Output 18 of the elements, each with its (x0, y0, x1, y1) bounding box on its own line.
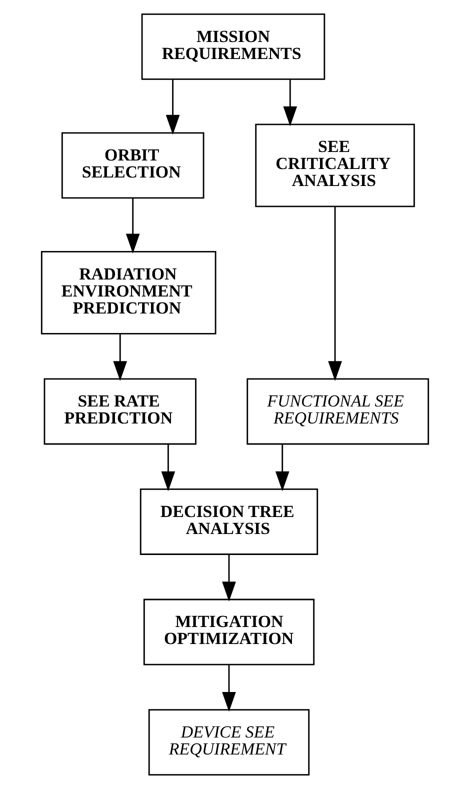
node-box: DECISION TREE ANALYSIS (140, 488, 318, 555)
arrow (161, 444, 176, 492)
node-box: MISSION REQUIREMENTS (141, 13, 326, 80)
arrow (283, 80, 298, 126)
node-box: DEVICE SEE REQUIREMENT (148, 709, 310, 776)
arrow (166, 80, 180, 135)
node-box: MITIGATION OPTIMIZATION (143, 598, 315, 666)
arrow (113, 334, 128, 381)
node-box: FUNCTIONAL SEE REQUIREMENTS (246, 378, 430, 445)
arrow (275, 444, 290, 492)
arrow (328, 206, 342, 381)
arrow (126, 198, 140, 254)
arrow (222, 665, 236, 712)
node-box: ORBIT SELECTION (61, 132, 204, 199)
node-box: SEE CRITICALITY ANALYSIS (255, 124, 415, 208)
node-box: SEE RATE PREDICTION (44, 378, 196, 445)
node-box: RADIATION ENVIRONMENT PREDICTION (40, 251, 216, 334)
arrow (222, 554, 236, 602)
